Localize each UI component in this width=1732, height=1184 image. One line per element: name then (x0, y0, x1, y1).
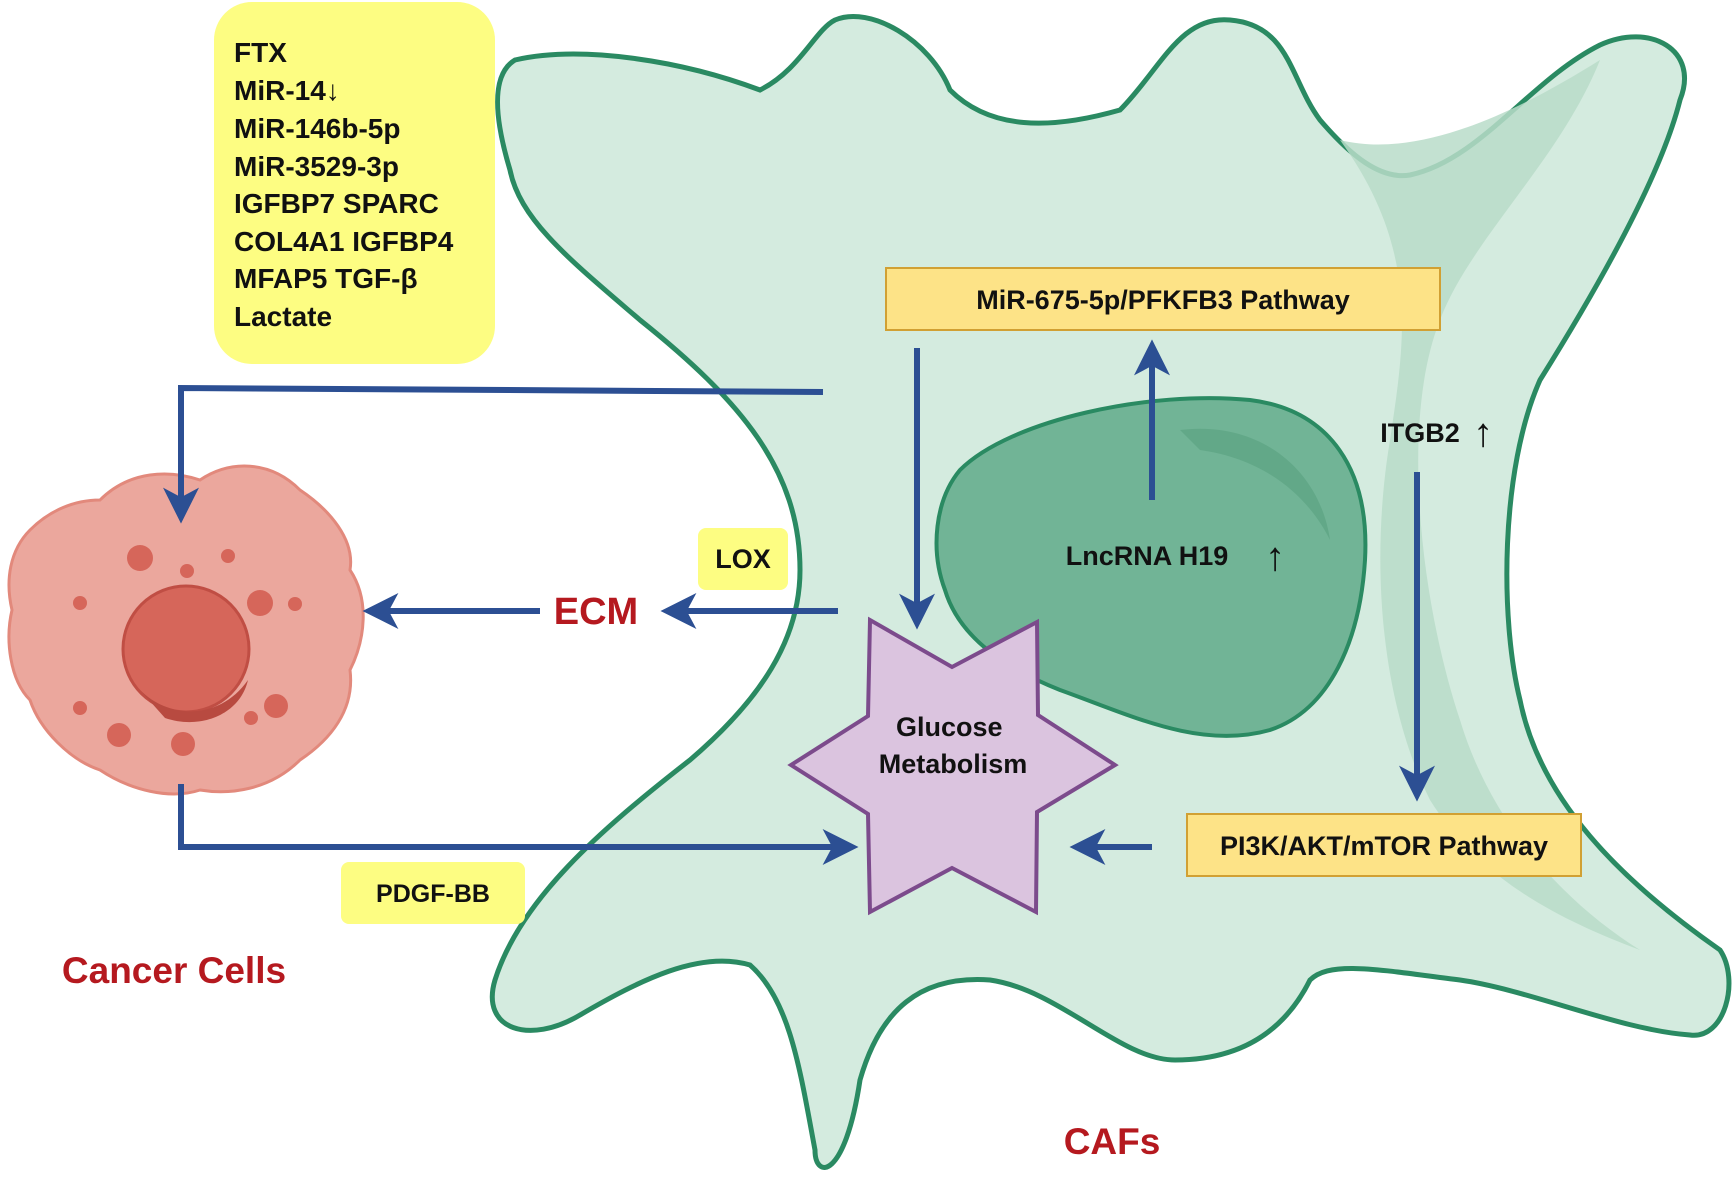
lncrna-up-arrow: ↑ (1265, 535, 1285, 579)
mir-pathway-box (885, 267, 1441, 331)
glucose-metabolism-star (787, 616, 1119, 916)
glucose-metabolism-label: Glucose Metabolism (879, 712, 1028, 779)
lox-label: LOX (715, 544, 771, 574)
lox-box (698, 528, 788, 590)
arrow-cancer-to-glucose (178, 784, 859, 865)
lncrna-h19-label: LncRNA H19 (1066, 541, 1229, 571)
caf-nucleus (934, 396, 1368, 738)
itgb2-up-arrow: ↑ (1473, 411, 1493, 455)
nucleus-highlight (1180, 428, 1330, 540)
cancer-nucleus-shadow (140, 680, 248, 723)
pi3k-pathway-label: PI3K/AKT/mTOR Pathway (1220, 831, 1548, 861)
cancer-cells-title: Cancer Cells (62, 950, 286, 991)
pi3k-pathway-box (1186, 813, 1582, 877)
ecm-label: ECM (554, 591, 638, 633)
secreted-factors-box (214, 2, 495, 364)
secreted-factors-list: FTX MiR-14↓ MiR-146b-5p MiR-3529-3p IGFB… (234, 37, 461, 332)
cafs-title: CAFs (1064, 1121, 1161, 1162)
mir-pathway-label: MiR-675-5p/PFKFB3 Pathway (976, 285, 1350, 315)
itgb2-label: ITGB2 (1380, 418, 1460, 448)
cancer-cell-granules (73, 545, 302, 756)
pdgf-label: PDGF-BB (376, 880, 490, 908)
cancer-cell-nucleus (121, 584, 251, 714)
pdgf-box (341, 862, 525, 924)
arrow-caf-to-cancer (163, 384, 824, 524)
